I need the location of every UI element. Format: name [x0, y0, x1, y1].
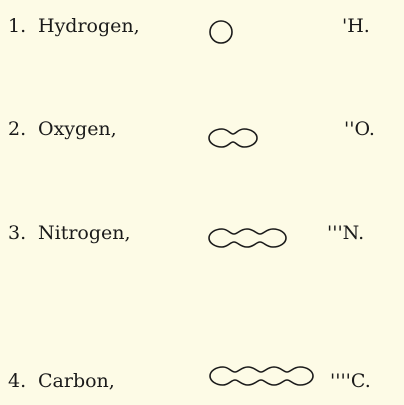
row-number: 2.: [8, 118, 27, 140]
element-symbol: ''O.: [344, 118, 375, 140]
three-lobe-atom-icon: [208, 228, 287, 248]
row-number: 4.: [8, 370, 27, 392]
element-row-carbon: 4. Carbon, ''''C.: [0, 361, 404, 401]
one-lobe-atom-icon: [209, 20, 233, 44]
four-lobe-atom-icon: [209, 366, 314, 386]
element-name: Nitrogen,: [38, 222, 131, 244]
two-lobe-atom-icon: [208, 128, 258, 148]
element-row-hydrogen: 1. Hydrogen, 'H.: [0, 6, 404, 46]
row-number: 1.: [8, 15, 27, 37]
row-number: 3.: [8, 222, 27, 244]
element-name: Carbon,: [38, 370, 115, 392]
element-row-nitrogen: 3. Nitrogen, '''N.: [0, 213, 404, 253]
element-name: Oxygen,: [38, 118, 117, 140]
element-symbol: ''''C.: [330, 370, 371, 392]
element-row-oxygen: 2. Oxygen, ''O.: [0, 109, 404, 149]
element-symbol: '''N.: [327, 222, 365, 244]
element-symbol: 'H.: [342, 15, 370, 37]
element-name: Hydrogen,: [38, 15, 140, 37]
